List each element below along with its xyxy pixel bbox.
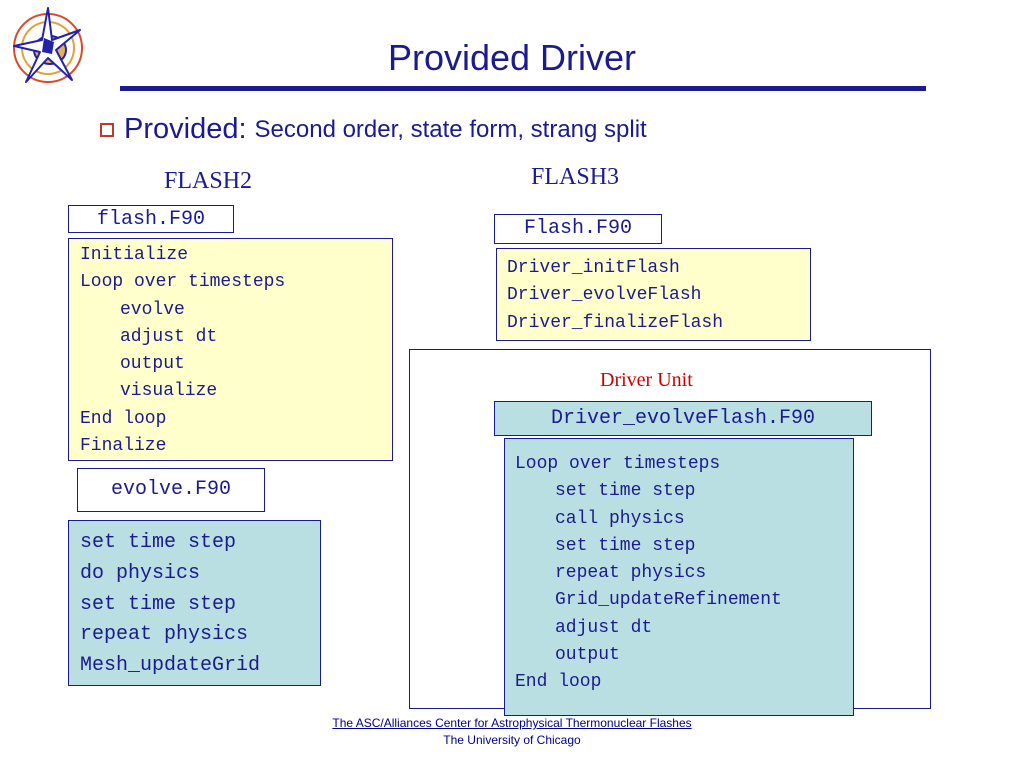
flash2-evolve-code: set time step do physics set time step repe… bbox=[68, 520, 321, 686]
code-line: repeat physics bbox=[555, 563, 707, 584]
code-line: End loop bbox=[80, 408, 167, 429]
code-line: adjust dt bbox=[120, 326, 218, 347]
flash2-file-label: flash.F90 bbox=[68, 205, 234, 233]
flash-center-logo bbox=[8, 2, 86, 90]
driver-unit-title: Driver Unit bbox=[600, 369, 693, 391]
code-line: Loop over timesteps bbox=[80, 272, 286, 293]
bullet-row: Provided: Second order, state form, stra… bbox=[100, 113, 647, 146]
flash3-file-label: Flash.F90 bbox=[494, 214, 662, 244]
code-line: set time step bbox=[555, 535, 696, 556]
code-line: output bbox=[555, 645, 620, 666]
flash3-heading: FLASH3 bbox=[531, 164, 620, 190]
code-line: repeat physics bbox=[80, 623, 249, 647]
code-line: visualize bbox=[120, 381, 218, 402]
code-line: Driver_evolveFlash bbox=[507, 285, 702, 306]
slide-title: Provided Driver bbox=[387, 37, 637, 78]
code-line: adjust dt bbox=[555, 617, 653, 638]
code-line: Finalize bbox=[80, 436, 167, 457]
footer-university: The University of Chicago bbox=[443, 733, 581, 747]
title-underline bbox=[120, 86, 926, 91]
code-line: set time step bbox=[555, 481, 696, 502]
flash3-evolve-code: Loop over timesteps set time step call phy… bbox=[504, 438, 854, 716]
code-line: evolve bbox=[120, 299, 185, 320]
flash3-evolve-label: Driver_evolveFlash.F90 bbox=[494, 401, 872, 436]
code-line: Grid_updateRefinement bbox=[555, 590, 782, 611]
flash2-heading: FLASH2 bbox=[164, 168, 253, 194]
code-line: do physics bbox=[80, 561, 201, 585]
code-line: call physics bbox=[555, 508, 685, 529]
code-line: Driver_initFlash bbox=[507, 258, 680, 278]
code-line: Driver_finalizeFlash bbox=[507, 312, 724, 333]
code-line: Initialize bbox=[80, 245, 189, 265]
footer-link[interactable]: The ASC/Alliances Center for Astrophysic… bbox=[332, 716, 692, 730]
code-line: output bbox=[120, 354, 185, 375]
code-line: Loop over timesteps bbox=[515, 454, 721, 474]
code-line: set time step bbox=[80, 592, 237, 616]
code-line: set time step bbox=[80, 531, 237, 554]
bullet-text: Second order, state form, strang split bbox=[254, 115, 647, 143]
bullet-square-icon bbox=[100, 122, 114, 137]
bullet-heading: Provided: bbox=[124, 113, 247, 145]
flash2-evolve-label: evolve.F90 bbox=[77, 468, 265, 512]
code-line: Mesh_updateGrid bbox=[80, 654, 261, 678]
code-line: End loop bbox=[515, 672, 602, 693]
